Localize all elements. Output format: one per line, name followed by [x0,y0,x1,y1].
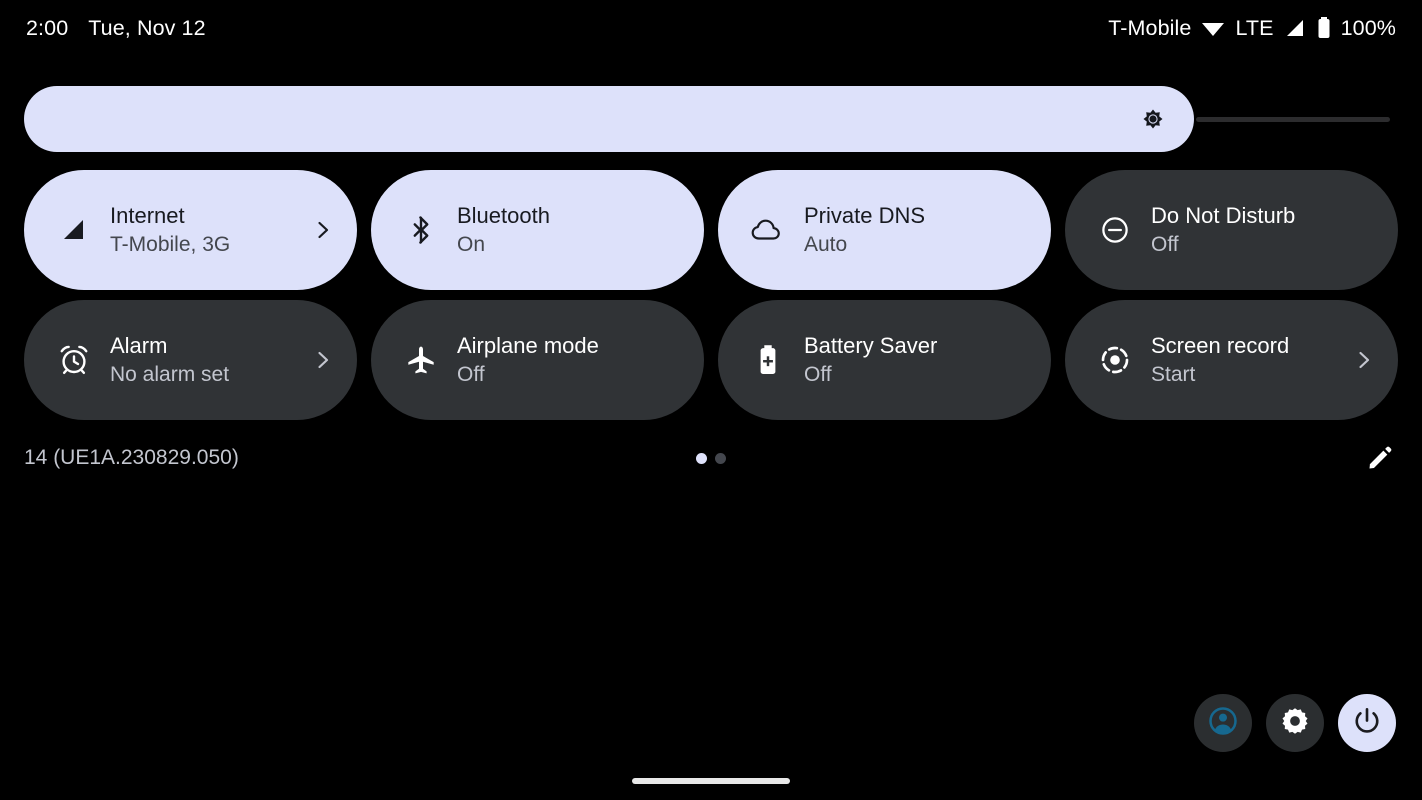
tile-title: Airplane mode [457,333,599,358]
tile-do-not-disturb[interactable]: Do Not Disturb Off [1065,170,1398,290]
tile-row-1: Internet T-Mobile, 3G Bluetooth On [24,170,1398,290]
brightness-fill[interactable] [24,86,1194,152]
tile-battery-saver[interactable]: Battery Saver Off [718,300,1051,420]
battery-saver-icon [746,344,790,376]
power-button[interactable] [1338,694,1396,752]
brightness-slider[interactable] [24,86,1398,152]
tile-title: Alarm [110,333,168,358]
tile-title: Battery Saver [804,333,938,358]
settings-button[interactable] [1266,694,1324,752]
power-icon [1352,706,1382,741]
tile-row-2: Alarm No alarm set Airplane mode Off [24,300,1398,420]
status-battery-level: 100% [1340,15,1396,40]
signal-bars-icon [1283,17,1307,39]
tile-subtitle: Start [1151,363,1196,386]
tile-private-dns[interactable]: Private DNS Auto [718,170,1051,290]
status-date: Tue, Nov 12 [88,15,206,40]
chevron-right-icon[interactable] [1352,350,1376,370]
bluetooth-icon [399,215,443,245]
brightness-icon [1138,104,1168,134]
tile-subtitle: No alarm set [110,363,230,386]
alarm-clock-icon [52,344,96,376]
tile-subtitle: Off [457,363,485,386]
tile-subtitle: On [457,233,486,256]
tile-title: Screen record [1151,333,1290,358]
chevron-right-icon[interactable] [311,220,335,240]
tile-title: Bluetooth [457,203,550,228]
user-avatar-icon [1208,706,1238,741]
status-bar-left: 2:00 Tue, Nov 12 [26,16,206,41]
build-number-label: 14 (UE1A.230829.050) [24,446,239,469]
brightness-track[interactable] [1196,117,1390,122]
tile-alarm[interactable]: Alarm No alarm set [24,300,357,420]
wifi-icon [1200,17,1226,39]
status-bar-right: T-Mobile LTE 100% [1108,16,1396,41]
tile-subtitle: Auto [804,233,848,256]
cloud-icon [746,215,790,245]
page-dot[interactable] [715,452,726,464]
status-bar: 2:00 Tue, Nov 12 T-Mobile LTE 100% [0,0,1422,56]
tile-internet[interactable]: Internet T-Mobile, 3G [24,170,357,290]
tile-title: Do Not Disturb [1151,203,1296,228]
battery-full-icon [1316,16,1332,40]
tile-title: Internet [110,203,185,228]
tile-screen-record[interactable]: Screen record Start [1065,300,1398,420]
chevron-right-icon[interactable] [311,350,335,370]
footer-action-buttons [1194,694,1396,752]
tile-subtitle: Off [1151,233,1179,256]
tile-subtitle: Off [804,363,832,386]
page-dot-active[interactable] [696,452,707,464]
airplane-icon [399,344,443,376]
tile-subtitle: T-Mobile, 3G [110,233,231,256]
tile-bluetooth[interactable]: Bluetooth On [371,170,704,290]
status-carrier: T-Mobile [1108,15,1192,40]
pencil-edit-icon[interactable] [1362,440,1398,476]
quick-settings-tile-grid: Internet T-Mobile, 3G Bluetooth On [24,170,1398,430]
quick-settings-footer: 14 (UE1A.230829.050) [24,438,1398,478]
signal-bars-icon [52,215,96,245]
user-switcher-button[interactable] [1194,694,1252,752]
gear-icon [1280,706,1310,741]
tile-title: Private DNS [804,203,926,228]
tile-airplane-mode[interactable]: Airplane mode Off [371,300,704,420]
status-network-type: LTE [1235,15,1274,40]
navigation-gesture-handle[interactable] [632,778,790,784]
screen-record-icon [1093,344,1137,376]
do-not-disturb-icon [1093,215,1137,245]
status-clock: 2:00 [26,15,69,40]
